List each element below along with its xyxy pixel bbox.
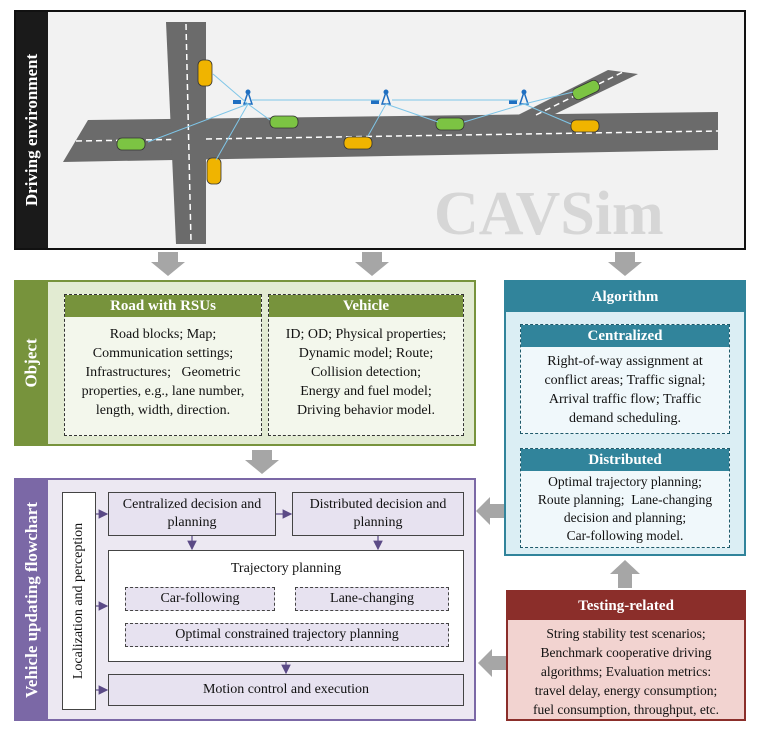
vehicle-line: Energy and fuel model; <box>300 384 432 399</box>
trajectory-planning-title: Trajectory planning <box>230 561 342 576</box>
object-panel: Object Road with RSUs Road blocks; Map; … <box>14 280 476 446</box>
car-yellow-icon <box>197 59 213 87</box>
car-green-icon <box>116 137 146 151</box>
motion-control-box: Motion control and execution <box>108 674 464 706</box>
centralized-line: demand scheduling. <box>569 411 681 426</box>
car-green-icon <box>269 115 299 129</box>
testing-line: travel delay, energy consumption; <box>534 683 718 698</box>
centralized-line: conflict areas; Traffic signal; <box>544 373 706 388</box>
vehicle-box: Vehicle ID; OD; Physical properties; Dyn… <box>268 294 464 436</box>
centralized-decision-box: Centralized decision and planning <box>108 492 276 536</box>
distributed-line: Route planning; Lane-changing <box>537 492 713 507</box>
flowchart-label-bar: Vehicle updating flowchart <box>16 480 48 719</box>
testing-line: fuel consumption, throughput, etc. <box>533 702 719 717</box>
car-following-label: Car-following <box>160 591 240 606</box>
car-green-icon <box>435 117 465 131</box>
testing-panel: Testing-related String stability test sc… <box>506 590 746 721</box>
road-line: Infrastructures; Geometric <box>85 365 241 380</box>
distributed-line: decision and planning; <box>563 510 687 525</box>
lane-changing-box: Lane-changing <box>295 587 449 611</box>
vehicle-line: Collision detection; <box>310 365 422 380</box>
distributed-line: Optimal trajectory planning; <box>548 474 702 489</box>
distributed-box: Distributed Optimal trajectory planning;… <box>520 448 730 548</box>
driving-environment-label-bar: Driving environment <box>16 12 48 248</box>
object-label-bar: Object <box>16 282 48 444</box>
testing-to-flowchart-arrow <box>478 649 506 677</box>
lane-changing-label: Lane-changing <box>330 591 414 606</box>
env-down-arrows <box>151 252 642 276</box>
cavsim-watermark: CAVSim <box>434 180 664 248</box>
road-with-rsus-box: Road with RSUs Road blocks; Map; Communi… <box>64 294 262 436</box>
rsu-antenna-icon <box>233 89 254 105</box>
road-line: Road blocks; Map; <box>109 327 217 342</box>
algorithm-to-flowchart-arrow <box>476 497 504 525</box>
testing-line: Benchmark cooperative driving <box>540 645 712 660</box>
driving-environment-panel: Driving environment CAVSim <box>14 10 746 250</box>
object-label: Object <box>22 338 41 388</box>
distributed-title: Distributed <box>521 449 729 471</box>
communication-links <box>147 73 574 161</box>
centralized-title: Centralized <box>521 325 729 347</box>
vehicle-title: Vehicle <box>269 295 463 317</box>
road-line: length, width, direction. <box>95 403 231 418</box>
testing-line: algorithms; Evaluation metrics: <box>540 664 712 679</box>
centralized-decision-label: Centralized decision and planning <box>122 497 262 530</box>
testing-line: String stability test scenarios; <box>546 626 706 641</box>
road-line: properties, e.g., lane number, <box>81 384 245 399</box>
car-yellow-icon <box>206 157 222 185</box>
algorithm-panel: Algorithm Centralized Right-of-way assig… <box>504 280 746 556</box>
car-following-box: Car-following <box>125 587 275 611</box>
object-to-flowchart-arrow <box>245 450 279 474</box>
motion-control-label: Motion control and execution <box>202 682 370 697</box>
optimal-trajectory-box: Optimal constrained trajectory planning <box>125 623 449 647</box>
centralized-line: Right-of-way assignment at <box>547 354 703 369</box>
rsu-antenna-icon <box>509 89 530 105</box>
road-with-rsus-title: Road with RSUs <box>65 295 261 317</box>
road-line: Communication settings; <box>92 346 234 361</box>
optimal-trajectory-label: Optimal constrained trajectory planning <box>175 627 399 642</box>
testing-to-algorithm-arrow <box>610 560 640 588</box>
car-yellow-icon <box>343 136 373 150</box>
vehicle-line: ID; OD; Physical properties; <box>285 327 447 342</box>
algorithm-title: Algorithm <box>506 282 744 312</box>
driving-environment-label: Driving environment <box>22 53 41 207</box>
rsu-antenna-icon <box>371 89 392 105</box>
car-yellow-icon <box>570 119 600 133</box>
flowchart-panel: Vehicle updating flowchart Localization … <box>14 478 476 721</box>
vehicle-line: Driving behavior model. <box>296 403 436 418</box>
road-scene: CAVSim <box>63 22 719 248</box>
localization-box: Localization and perception <box>62 492 96 710</box>
centralized-box: Centralized Right-of-way assignment at c… <box>520 324 730 434</box>
flowchart-connectors <box>96 509 383 695</box>
car-green-icon <box>572 79 600 101</box>
trajectory-planning-box: Trajectory planning Car-following Lane-c… <box>108 550 464 662</box>
distributed-line: Car-following model. <box>566 528 684 543</box>
distributed-decision-label: Distributed decision and planning <box>309 497 447 530</box>
distributed-decision-box: Distributed decision and planning <box>292 492 464 536</box>
vehicle-line: Dynamic model; Route; <box>298 346 434 361</box>
centralized-line: Arrival traffic flow; Traffic <box>548 392 702 407</box>
testing-title: Testing-related <box>508 592 744 620</box>
